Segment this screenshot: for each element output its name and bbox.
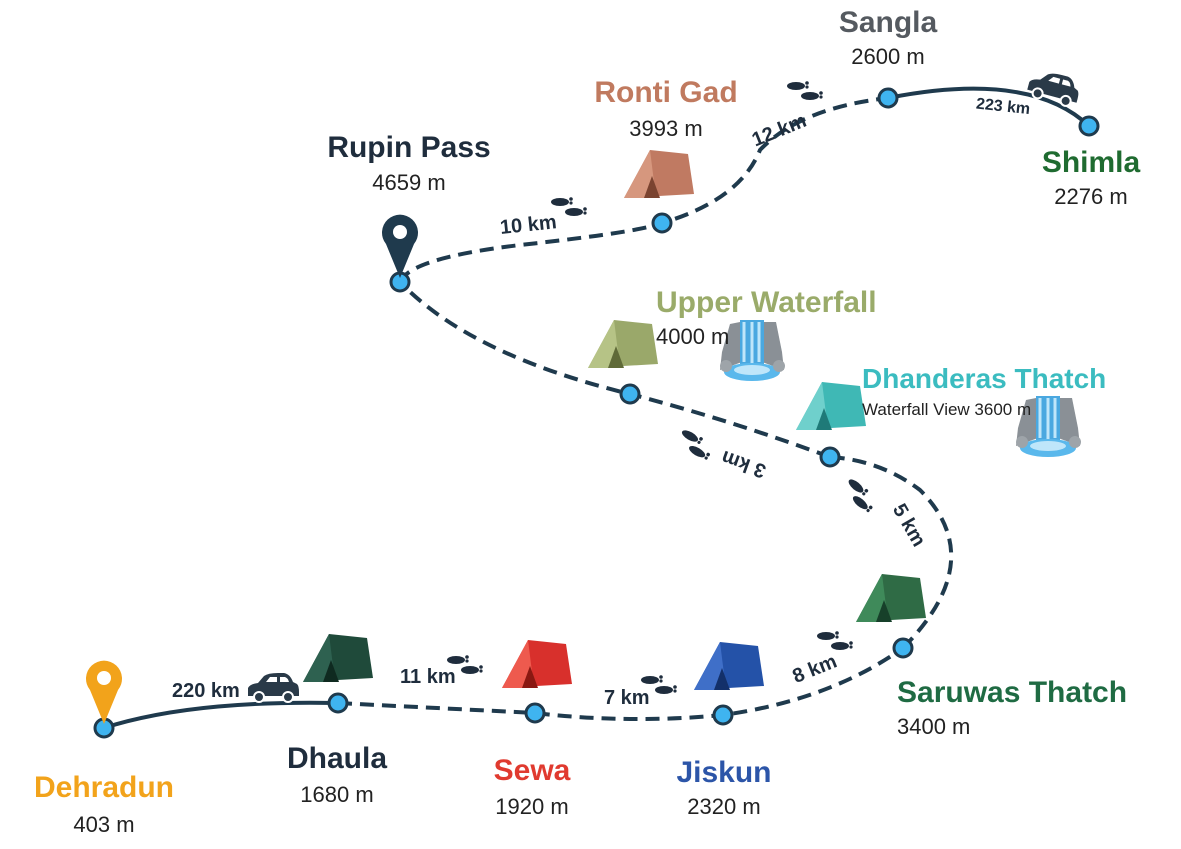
distance-jiskun-saruwas: 8 km xyxy=(790,650,841,687)
place-name-sangla: Sangla xyxy=(839,6,938,39)
footprints-icon xyxy=(840,476,880,514)
tent-icon xyxy=(624,150,694,198)
footprints-icon xyxy=(787,81,823,100)
tent-icon xyxy=(694,642,764,690)
stop-upper-waterfall xyxy=(619,383,641,405)
place-alt-saruwas: 3400 m xyxy=(897,714,970,739)
distance-saruwas-dhanderas: 5 km xyxy=(888,500,930,550)
stop-dhaula xyxy=(327,692,349,714)
car-icon xyxy=(247,672,300,703)
place-name-sewa: Sewa xyxy=(494,754,571,787)
stop-shimla xyxy=(1078,115,1100,137)
stop-sangla xyxy=(877,87,899,109)
road-sangla-shimla xyxy=(887,86,1091,128)
footprints-icon xyxy=(675,427,716,462)
place-alt-sewa: 1920 m xyxy=(495,794,568,819)
place-name-shimla: Shimla xyxy=(1042,146,1141,179)
place-alt-upper-waterfall: 4000 m xyxy=(656,324,729,349)
place-name-rupin: Rupin Pass xyxy=(327,131,490,164)
trek-saruwas-dhanderas xyxy=(829,455,954,650)
place-name-dehradun: Dehradun xyxy=(34,771,174,804)
distance-dhanderas-upper: 3 km xyxy=(719,446,769,482)
stop-saruwas xyxy=(892,637,914,659)
road-dehradun-dhaula xyxy=(103,700,339,730)
distance-dehradun-dhaula: 220 km xyxy=(172,680,240,702)
waterfall-icon xyxy=(718,318,787,383)
distance-dhaula-sewa: 11 km xyxy=(400,666,456,688)
place-name-dhanderas: Dhanderas Thatch xyxy=(862,363,1106,394)
stop-jiskun xyxy=(712,704,734,726)
place-alt-dhaula: 1680 m xyxy=(300,782,373,807)
place-alt-jiskun: 2320 m xyxy=(687,794,760,819)
place-alt-sangla: 2600 m xyxy=(851,44,924,69)
footprints-icon xyxy=(817,631,853,650)
place-alt-shimla: 2276 m xyxy=(1054,184,1127,209)
place-alt-dehradun: 403 m xyxy=(73,812,134,837)
stop-dhanderas xyxy=(819,446,841,468)
tent-icon xyxy=(796,382,866,430)
map-pin-icon xyxy=(382,214,418,278)
place-name-saruwas: Saruwas Thatch xyxy=(897,676,1127,709)
tent-icon xyxy=(303,634,373,682)
stop-sewa xyxy=(524,702,546,724)
place-name-ronti: Ronti Gad xyxy=(594,76,737,109)
map-pin-icon xyxy=(86,660,122,724)
distance-rupin-ronti: 10 km xyxy=(499,211,558,239)
distance-sangla-shimla: 223 km xyxy=(975,96,1031,119)
distance-ronti-sangla: 12 km xyxy=(749,110,810,152)
place-name-jiskun: Jiskun xyxy=(676,756,771,789)
footprints-icon xyxy=(551,197,587,216)
distance-sewa-jiskun: 7 km xyxy=(604,687,650,709)
place-alt-ronti: 3993 m xyxy=(629,116,702,141)
tent-icon xyxy=(856,574,926,622)
place-name-upper-waterfall: Upper Waterfall xyxy=(656,286,877,319)
stop-ronti xyxy=(651,212,673,234)
place-alt-dhanderas: Waterfall View 3600 m xyxy=(862,400,1031,419)
place-name-dhaula: Dhaula xyxy=(287,742,387,775)
place-alt-rupin: 4659 m xyxy=(372,170,445,195)
tent-icon xyxy=(588,320,658,368)
tent-icon xyxy=(502,640,572,688)
